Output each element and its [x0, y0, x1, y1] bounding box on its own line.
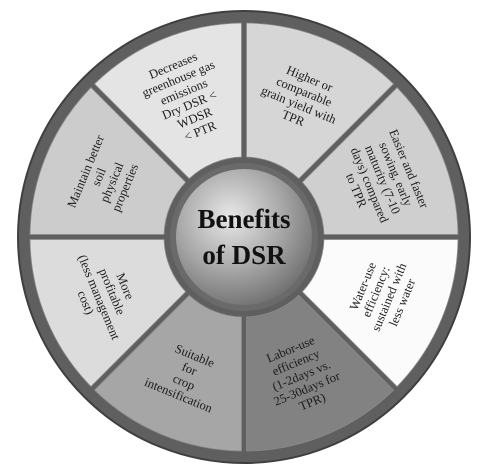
segment-7-line-2: soil — [89, 165, 109, 188]
segment-wedge-6 — [29, 239, 187, 388]
segment-5-line-2: for — [180, 360, 200, 379]
segment-wedge-5 — [93, 294, 242, 452]
segment-wedge-1 — [246, 22, 395, 180]
center-title-line-1: Benefits — [198, 204, 291, 234]
segment-wedge-4 — [246, 294, 395, 452]
segment-wedge-7 — [29, 86, 187, 235]
center-title-line-2: of DSR — [202, 240, 286, 270]
hub-circle — [176, 169, 312, 305]
segment-wedge-3 — [301, 239, 459, 388]
segment-wedge-2 — [301, 86, 459, 235]
segment-wedge-8 — [93, 22, 242, 180]
